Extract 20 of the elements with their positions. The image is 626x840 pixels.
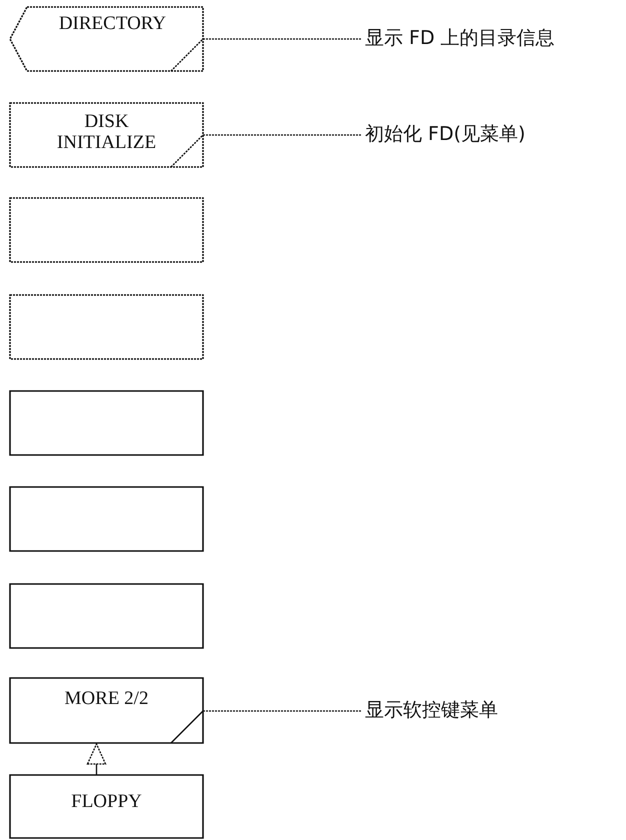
key-label: DISK INITIALIZE bbox=[56, 111, 158, 153]
softkey-box bbox=[10, 295, 203, 359]
description-text: 初始化 FD(见菜单) bbox=[365, 121, 526, 147]
key-label: FLOPPY bbox=[71, 791, 142, 812]
softkey-box bbox=[10, 678, 203, 743]
key-label: DIRECTORY bbox=[58, 13, 166, 34]
leader-line bbox=[203, 710, 361, 712]
softkey-box bbox=[10, 487, 203, 551]
key-label: MORE 2/2 bbox=[64, 688, 148, 709]
softkey-box bbox=[10, 198, 203, 262]
softkey-box bbox=[10, 7, 203, 71]
softkey-box bbox=[10, 775, 203, 838]
softkey-box bbox=[10, 584, 203, 648]
softkey-box bbox=[10, 391, 203, 455]
leader-line bbox=[203, 134, 361, 136]
hollow-arrow bbox=[86, 743, 106, 775]
leader-line bbox=[203, 38, 361, 40]
softkey-box bbox=[10, 103, 203, 167]
description-text: 显示软控键菜单 bbox=[365, 697, 498, 723]
description-text: 显示 FD 上的目录信息 bbox=[365, 25, 555, 51]
